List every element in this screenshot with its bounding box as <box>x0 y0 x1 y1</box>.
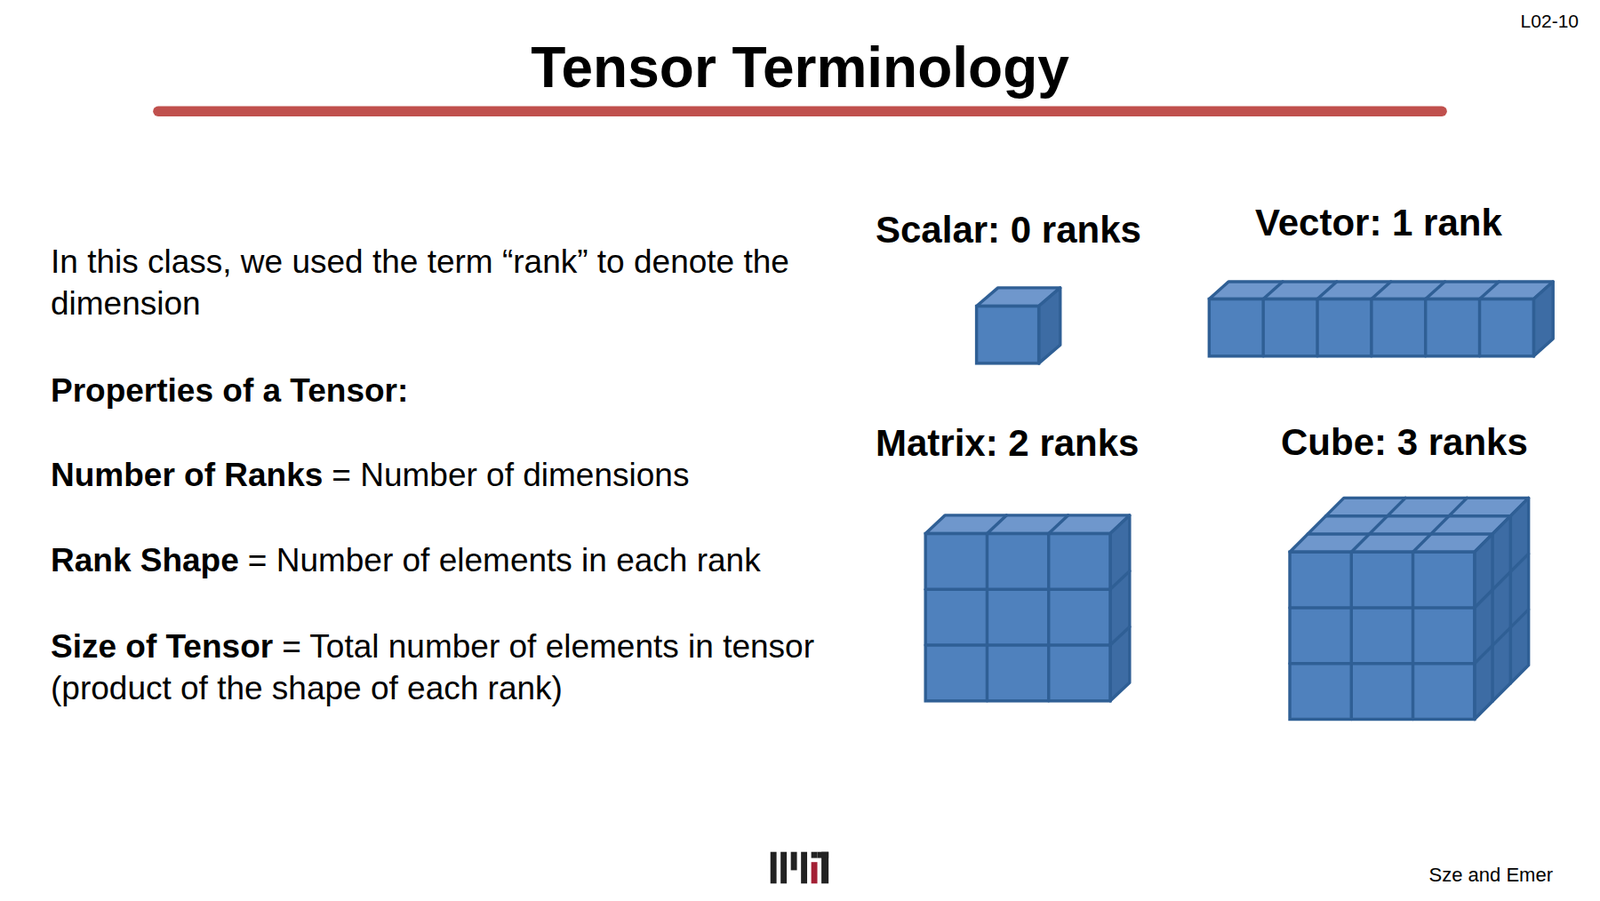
cell-edge <box>1369 299 1373 357</box>
title-rule <box>158 106 1442 117</box>
ranks-term: Number of Ranks <box>50 456 323 494</box>
cube-front-face <box>925 534 1111 702</box>
size-definition: Size of Tensor= Total number of elements… <box>50 625 824 710</box>
cell-edge <box>985 534 989 702</box>
cell-edge <box>925 588 1111 592</box>
cell-edge <box>1326 514 1512 518</box>
cube-side-face <box>1474 497 1529 720</box>
shape-meaning: = Number of elements in each rank <box>248 542 761 579</box>
shape-term: Rank Shape <box>50 542 240 579</box>
cell-edge <box>1047 534 1050 702</box>
cell-edge <box>1261 299 1264 357</box>
tensor-illustrations <box>925 281 1553 720</box>
ranks-meaning: = Number of dimensions <box>331 456 689 494</box>
cube-side-face <box>1039 288 1061 364</box>
cell-edge <box>1289 606 1475 609</box>
section-heading: Properties of a Tensor: <box>50 369 824 412</box>
cell-edge <box>1371 281 1392 300</box>
cell-edge <box>925 643 1111 647</box>
cube-front-face <box>1289 552 1475 720</box>
cell-edge <box>1413 497 1468 552</box>
shape-definition: Rank Shape= Number of elements in each r… <box>50 539 824 582</box>
cube-top-face <box>925 515 1130 535</box>
cell-edge <box>1351 497 1406 552</box>
cell-edge <box>1110 571 1130 591</box>
cube-side-face <box>1110 515 1130 702</box>
mit-logo <box>770 852 829 885</box>
slide-title: Tensor Terminology <box>0 35 1600 102</box>
cell-edge <box>1478 299 1481 357</box>
cell-edge <box>1509 516 1512 684</box>
cell-edge <box>1490 534 1494 702</box>
cell-edge <box>1411 552 1415 720</box>
cell-edge <box>1263 281 1283 300</box>
cube-side-face <box>1533 281 1553 357</box>
cell-edge <box>1048 515 1069 535</box>
tensor-caption: Scalar: 0 ranks <box>875 208 1142 253</box>
slide-number: L02-10 <box>1520 10 1579 32</box>
cell-edge <box>1474 553 1529 608</box>
cell-edge <box>1317 281 1337 300</box>
intro-text: In this class, we used the term “rank” t… <box>50 240 824 325</box>
ranks-definition: Number of Ranks= Number of dimensions <box>50 454 824 496</box>
cube-top-face <box>1208 281 1553 300</box>
cell-edge <box>1289 662 1475 665</box>
cell-edge <box>986 515 1007 535</box>
author-credit: Sze and Emer <box>1429 864 1553 888</box>
cell-edge <box>1307 532 1493 536</box>
cell-edge <box>1350 552 1353 720</box>
size-term: Size of Tensor <box>50 628 273 665</box>
cell-edge <box>1480 281 1500 300</box>
cell-edge <box>1425 281 1446 300</box>
tensor-caption: Matrix: 2 ranks <box>875 421 1139 466</box>
cube-front-face <box>976 306 1040 364</box>
cell-edge <box>1424 299 1427 357</box>
cell-edge <box>1315 299 1319 357</box>
tensor-caption: Vector: 1 rank <box>1255 200 1503 246</box>
cell-edge <box>1110 626 1130 646</box>
cell-edge <box>1474 609 1529 664</box>
tensor-caption: Cube: 3 ranks <box>1280 420 1528 465</box>
cube-front-face <box>1208 299 1534 357</box>
